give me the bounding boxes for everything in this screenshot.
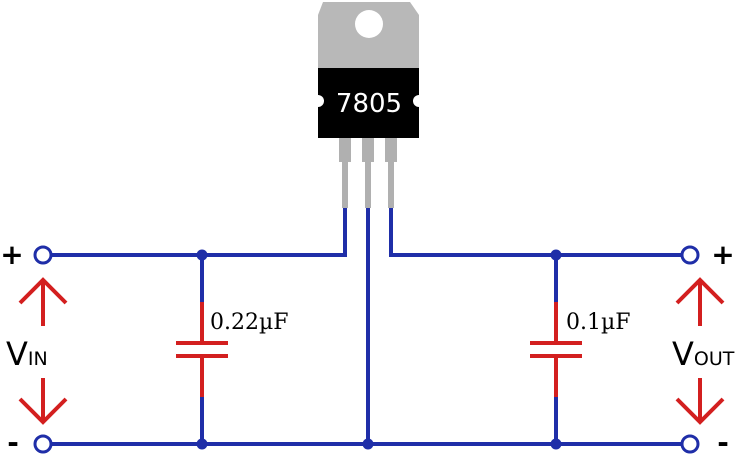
capacitor-output-value: 0.1µF [566,310,631,335]
output-plus-sign: + [711,238,734,271]
junction-input-cap-top [196,249,208,261]
junction-output-cap-bottom [550,438,562,450]
capacitor-input-value: 0.22µF [210,310,289,335]
regulator-lead-input [342,162,348,208]
output-voltage-label: VOUT [672,335,735,373]
terminals [33,245,700,454]
regulator-part-number: 7805 [336,89,402,119]
regulator-body [318,68,419,138]
output-arrow-up-icon [675,277,725,326]
regulator-body-notch-left [312,95,324,107]
output-voltage-arrow [675,277,725,425]
regulator-mounting-hole [355,10,383,38]
input-voltage-arrow [18,277,68,425]
capacitor-output [530,302,582,397]
terminal-output-negative [680,434,700,454]
input-minus-sign: - [7,426,19,459]
output-arrow-down-icon [675,378,725,425]
wire-input-rail [51,208,347,257]
output-voltage-label-main: V [672,335,694,373]
input-voltage-label-sub: IN [28,348,48,370]
input-arrow-down-icon [18,378,68,425]
junction-output-cap-top [550,249,562,261]
wire-output-rail [389,208,682,257]
output-voltage-label-sub: OUT [694,348,735,370]
regulator-lead-ground [365,162,371,208]
capacitor-input [176,302,228,397]
input-voltage-label: VIN [6,335,48,373]
input-arrow-up-icon [18,277,68,326]
wires [51,208,682,446]
junction-dots [196,249,562,450]
regulator-pin-input [339,138,351,162]
junction-ground-pin [362,438,374,450]
regulator-pin-ground [362,138,374,162]
regulator-7805: 7805 [312,2,425,208]
regulator-body-notch-right [413,95,425,107]
regulator-pin-output [385,138,397,162]
terminal-output-positive [680,245,700,265]
input-plus-sign: + [0,238,23,271]
junction-input-cap-bottom [196,438,208,450]
terminal-input-positive [33,245,53,265]
input-voltage-label-main: V [6,335,28,373]
terminal-input-negative [33,434,53,454]
output-minus-sign: - [717,426,729,459]
regulator-lead-output [388,162,394,208]
